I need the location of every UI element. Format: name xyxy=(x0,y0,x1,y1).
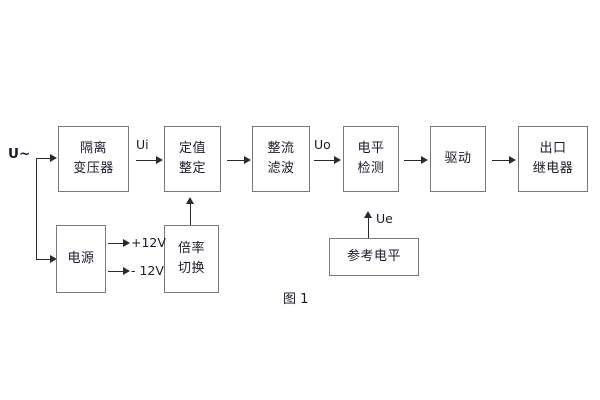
power-neg12v-label: - 12V xyxy=(131,263,164,278)
rectify-filter-line1: 整流 xyxy=(267,140,295,156)
signal-label-ui: Ui xyxy=(136,137,149,152)
branch-to-power-line xyxy=(36,259,51,260)
level-to-driver-line xyxy=(404,160,422,161)
figure-caption: 图 1 xyxy=(283,292,309,307)
transformer-to-setpoint-line xyxy=(136,160,157,161)
power-pos12v-arrow xyxy=(123,239,130,247)
setpoint-to-rectify-line xyxy=(227,160,245,161)
setpoint-line1: 定值 xyxy=(178,140,206,156)
block-output-relay[interactable]: 出口 继电器 xyxy=(518,126,588,192)
multiplier-switch-line1: 倍率 xyxy=(177,240,205,256)
transformer-to-setpoint-arrow xyxy=(156,156,163,164)
branch-to-transformer-arrow xyxy=(50,154,57,162)
reference-level-line1: 参考电平 xyxy=(346,248,401,264)
isolation-transformer-line2: 变压器 xyxy=(73,161,114,176)
block-multiplier-switch[interactable]: 倍率 切换 xyxy=(164,225,219,293)
multiplier-to-setpoint-line xyxy=(190,203,191,225)
setpoint-to-rectify-arrow xyxy=(244,156,251,164)
power-neg12v-line xyxy=(108,271,124,272)
output-relay-line2: 继电器 xyxy=(532,161,574,176)
rectify-to-level-arrow xyxy=(334,156,341,164)
power-pos12v-label: +12V xyxy=(131,235,166,250)
multiplier-to-setpoint-arrow xyxy=(186,197,194,204)
input-voltage-label: U~ xyxy=(8,146,31,162)
multiplier-switch-line2: 切换 xyxy=(177,261,205,276)
power-neg12v-arrow xyxy=(123,267,130,275)
branch-to-power-arrow xyxy=(50,255,57,263)
block-power-supply[interactable]: 电源 xyxy=(56,225,106,293)
power-supply-line1: 电源 xyxy=(67,250,95,266)
output-relay-line1: 出口 xyxy=(539,140,567,156)
power-pos12v-line xyxy=(108,243,124,244)
level-detection-line2: 检测 xyxy=(357,161,385,176)
rectify-to-level-line xyxy=(314,160,335,161)
input-branch-trunk xyxy=(36,158,37,259)
block-reference-level[interactable]: 参考电平 xyxy=(329,238,419,276)
branch-to-transformer-line xyxy=(36,158,51,159)
block-isolation-transformer[interactable]: 隔离 变压器 xyxy=(58,126,129,192)
driver-line1: 驱动 xyxy=(444,150,472,166)
block-rectify-filter[interactable]: 整流 滤波 xyxy=(252,126,310,192)
setpoint-line2: 整定 xyxy=(178,161,206,176)
block-setpoint[interactable]: 定值 整定 xyxy=(164,126,221,192)
block-driver[interactable]: 驱动 xyxy=(430,126,486,192)
block-level-detection[interactable]: 电平 检测 xyxy=(343,126,399,192)
driver-to-relay-line xyxy=(492,160,510,161)
signal-label-ue: Ue xyxy=(376,211,393,226)
isolation-transformer-line1: 隔离 xyxy=(79,140,107,156)
signal-label-uo: Uo xyxy=(314,137,331,152)
rectify-filter-line2: 滤波 xyxy=(267,161,295,176)
reference-to-level-arrow xyxy=(364,211,372,218)
level-detection-line1: 电平 xyxy=(357,140,385,156)
reference-to-level-line xyxy=(368,217,369,238)
driver-to-relay-arrow xyxy=(509,156,516,164)
level-to-driver-arrow xyxy=(421,156,428,164)
